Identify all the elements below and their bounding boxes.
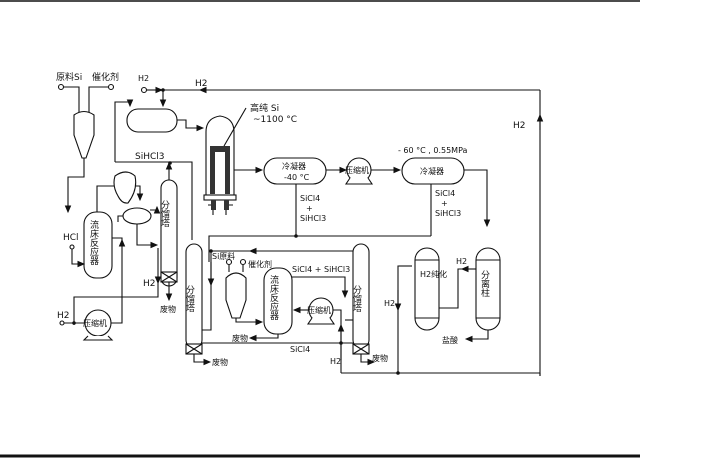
sicl4-label-1: SiCl4 [300,194,320,203]
catalyst-label: 催化剂 [92,71,119,83]
waste-label-3: 废物 [232,333,248,343]
h2-inlet-label: H2 [57,311,70,321]
sihcl3-label: SiHCl3 [135,152,165,162]
sihcl3-label-1: SiHCl3 [300,214,326,223]
h2-purifier [414,247,440,331]
condenser-2 [401,157,465,185]
fractionation-tower-1 [160,179,178,287]
raw-si-inlet-icon [57,83,65,91]
high-purity-si-label: 高纯 Si [250,102,279,114]
feed-hopper-2 [225,272,247,319]
h2-right-label: H2 [513,121,526,131]
condenser-1-temp: -40 °C [284,173,310,182]
compressor-1-label: 压缩机 [83,318,107,328]
waste-label-2: 废物 [212,357,228,367]
plus-label-2: + [441,199,448,208]
hcl-label: HCl [63,233,79,243]
waste-label-4: 废物 [372,353,388,363]
h2-label-purify: H2 [384,299,395,308]
hcl-inlet-icon [69,244,75,250]
raw-si-label: 原料Si [56,71,82,83]
compressor-3-label: 压缩机 [307,305,331,315]
sicl4-sihcl3-label: SiCl4 + SiHCl3 [292,265,350,274]
buffer-drum [122,207,152,225]
fluid-bed-reactor-1-label: 流床反应器 [88,219,99,265]
sicl4-label-2: SiCl4 [435,189,455,198]
catalyst-2-label: 催化剂 [248,259,272,269]
temp-1100-label: ~1100 °C [253,115,297,125]
feed-hopper [73,110,95,159]
si-raw-2-label: Si原料 [212,251,235,261]
h2-purifier-label: H2纯化 [420,269,447,279]
plus-label-1: + [306,204,313,213]
condenser-1 [263,157,327,185]
evaporator-drum [126,108,178,133]
fractionation-tower-1-label: 分馏塔 [159,200,170,228]
catalyst-inlet-icon [107,83,115,91]
condenser-2-conditions: - 60 °C , 0.55MPa [398,146,468,155]
waste-label-1: 废物 [160,304,176,314]
fluid-bed-reactor-1 [83,211,113,279]
h2-label-lower: H2 [330,357,341,366]
h2-top-label: H2 [195,79,208,89]
condenser-1-label: 冷凝器 [282,161,306,171]
sicl4-recycle-label: SiCl4 [290,345,310,354]
compressor-2-label: 压缩机 [345,165,369,175]
cyclone-separator [113,171,137,204]
h2-top-inlet-label: H2 [138,74,149,83]
sihcl3-label-2: SiHCl3 [435,209,461,218]
h2-label-sep: H2 [456,257,467,266]
h2-label-left: H2 [143,279,156,289]
fluid-bed-reactor-2-label: 流床反应器 [268,274,279,320]
hydrochloric-acid-label: 盐酸 [442,335,458,345]
fractionation-tower-3-label: 分馏塔 [351,285,362,313]
separation-column-label: 分离柱 [479,270,490,297]
condenser-2-label: 冷凝器 [420,166,444,176]
fractionation-tower-2-label: 分馏塔 [184,285,195,313]
